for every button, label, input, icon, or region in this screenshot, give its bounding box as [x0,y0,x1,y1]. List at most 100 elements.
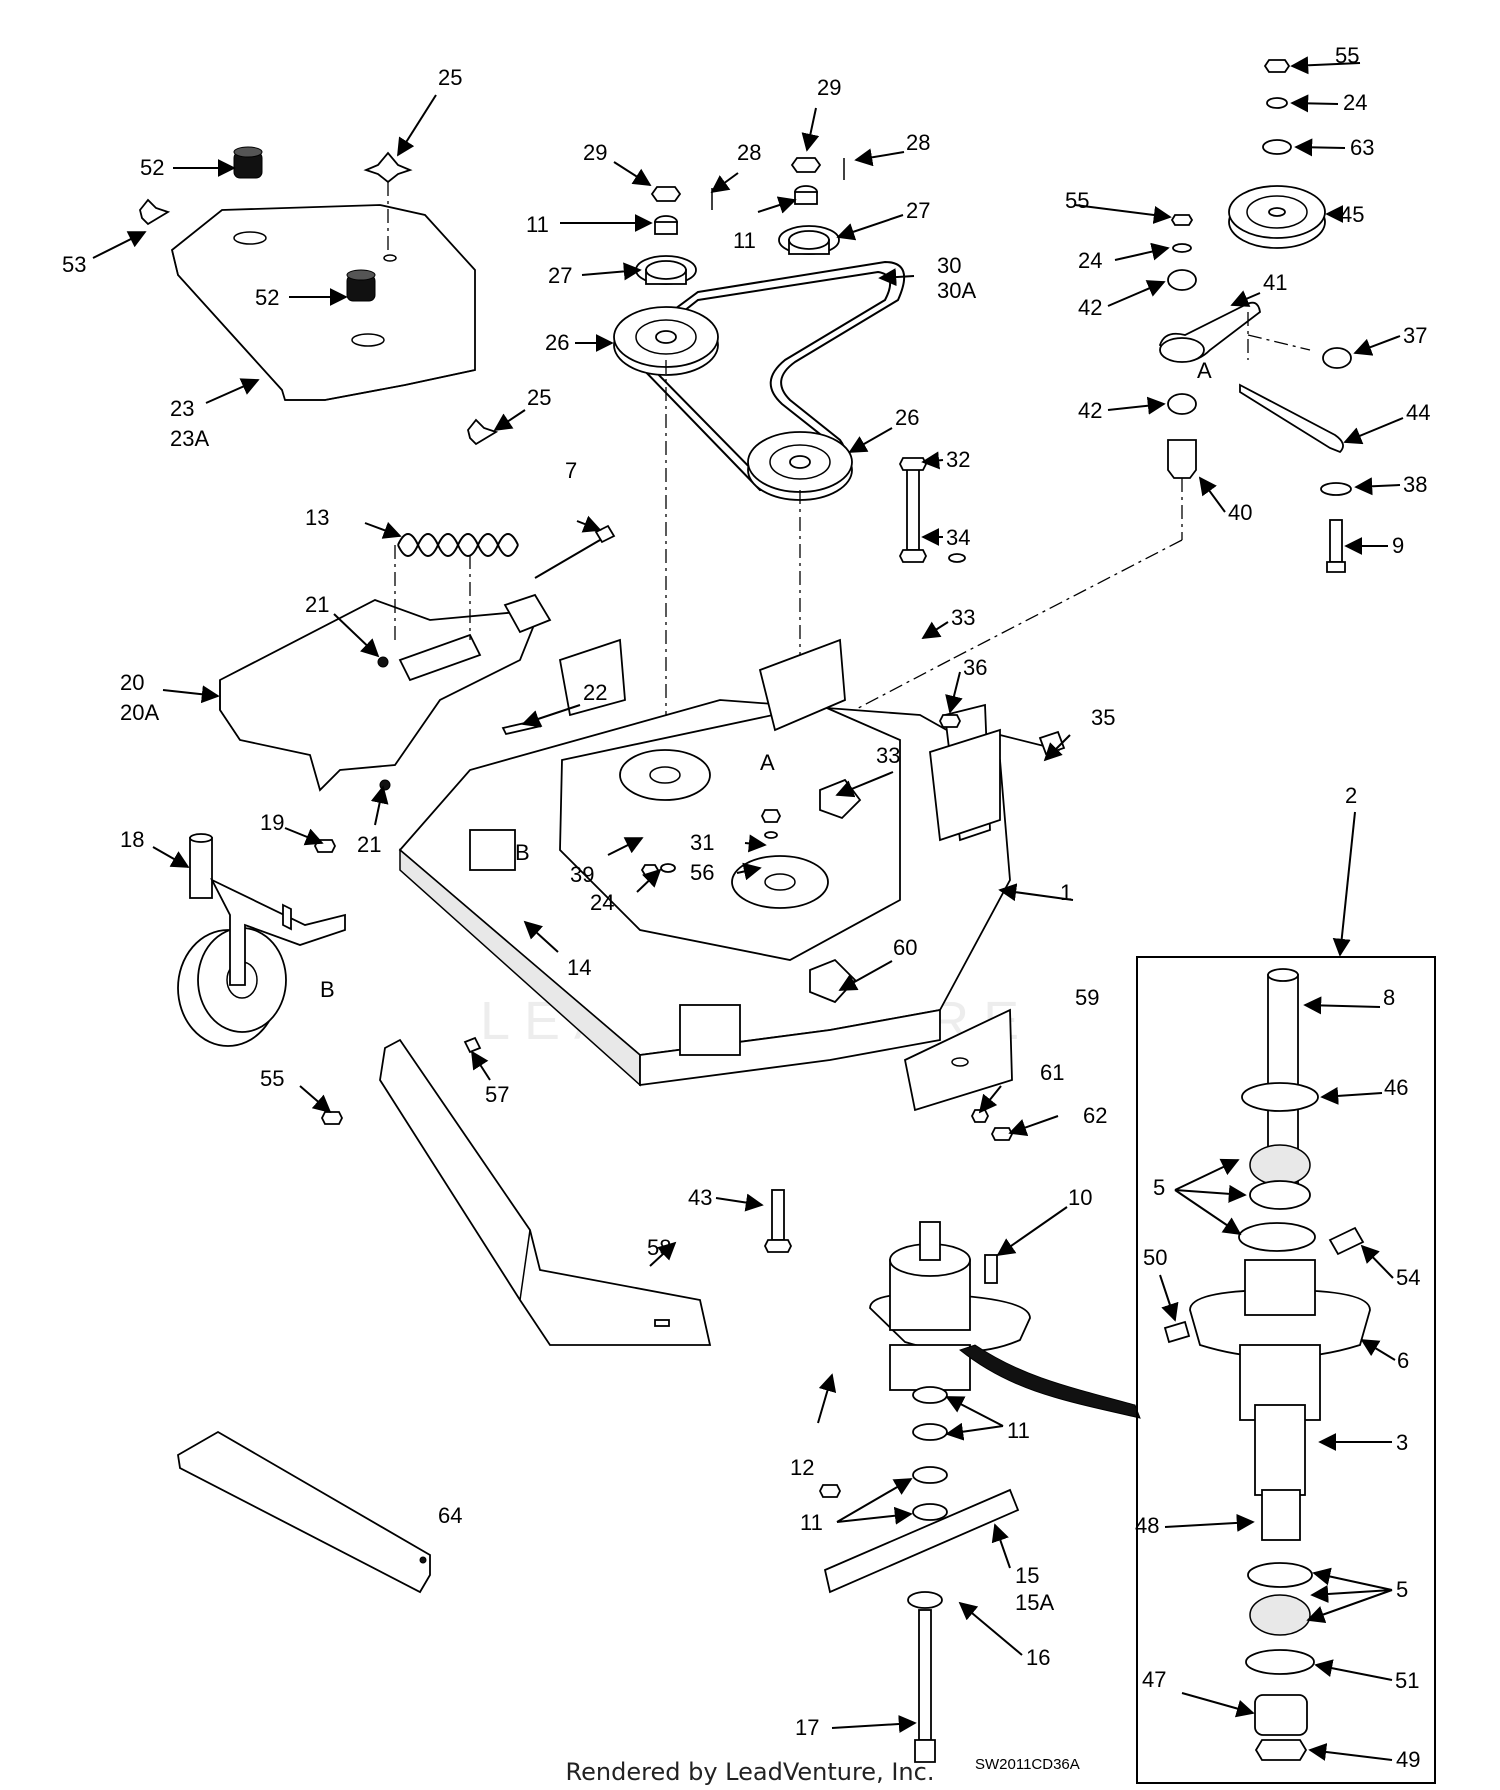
callout: 29 [817,75,841,100]
callout: 33 [951,605,975,630]
callout: 32 [946,447,970,472]
callout: 30A [937,278,976,303]
callout: 29 [583,140,607,165]
callout: 23 [170,396,194,421]
trim-plate-64 [177,1430,431,1594]
callout: 63 [1350,135,1374,160]
callout: 11 [526,212,549,237]
callout: 45 [1340,202,1364,227]
idler-assembly [739,59,1352,771]
callout: 10 [1068,1185,1092,1210]
callout: 39 [570,862,594,887]
callout: 38 [1403,472,1427,497]
callout: 20A [120,700,159,725]
callout: 1 [1060,880,1072,905]
callout: 25 [527,385,551,410]
caster-wheel [177,833,346,1047]
callout: 30 [937,253,961,278]
callout: 59 [1075,985,1099,1010]
callout: 19 [260,810,284,835]
callout: 23A [170,426,209,451]
callout: A [760,750,775,775]
callout: 8 [1383,985,1395,1010]
leader-arrows [92,56,1404,1761]
spring [397,533,519,557]
callout: 21 [357,832,381,857]
callout: 12 [790,1455,814,1480]
callout: 44 [1406,400,1430,425]
callout: 49 [1396,1747,1420,1772]
callout: 62 [1083,1103,1107,1128]
callout: 42 [1078,398,1102,423]
callout: 47 [1142,1667,1166,1692]
rear-shield [219,545,552,792]
callout-labels: 52 52 53 25 25 23 23A 13 7 21 20 20A 22 … [62,43,1430,1772]
callout: 15 [1015,1563,1039,1588]
spindle-assembly [823,1221,1141,1763]
spindle-pulley [613,306,853,501]
callout: 57 [485,1082,509,1107]
callout: 13 [305,505,329,530]
callout: 40 [1228,500,1252,525]
callout: 3 [1396,1430,1408,1455]
callout: 11 [1007,1418,1030,1443]
footer-credit: Rendered by LeadVenture, Inc. [565,1758,935,1786]
callout: 37 [1403,323,1427,348]
callout: 24 [1343,90,1367,115]
callout: 21 [305,592,329,617]
callout: 33 [876,743,900,768]
pulley-hub [635,225,840,285]
callout: 41 [1263,270,1287,295]
callout: 54 [1396,1265,1420,1290]
mower-deck [398,638,1011,1087]
callout: 2 [1345,783,1357,808]
callout: 24 [1078,248,1102,273]
callout: 60 [893,935,917,960]
callout: 52 [255,285,279,310]
callout: 55 [260,1066,284,1091]
callout: 15A [1015,1590,1054,1615]
spacer-and-nut [650,157,845,235]
callout: 7 [565,458,577,483]
callout: 5 [1153,1175,1165,1200]
callout: 6 [1397,1348,1409,1373]
deflector-59 [903,1008,1013,1112]
callout: 31 [690,830,714,855]
wing-knob [139,151,499,446]
callout: B [320,977,335,1002]
callout: 14 [567,955,591,980]
callout: 27 [548,263,572,288]
callout: 28 [906,130,930,155]
callout: 9 [1392,533,1404,558]
callout: 52 [140,155,164,180]
knob-plug [233,146,376,302]
callout: B [515,840,530,865]
callout: 36 [963,655,987,680]
spindle-inset-box [1136,956,1436,1784]
callout: 5 [1396,1577,1408,1602]
callout: 55 [1335,43,1359,68]
callout: 61 [1040,1060,1064,1085]
callout: 35 [1091,705,1115,730]
callout: 18 [120,827,144,852]
side-baffle [379,1038,712,1346]
diagram-code: SW2011CD36A [975,1756,1080,1773]
callout: 24 [590,890,614,915]
callout: 11 [733,228,756,253]
callout: 28 [737,140,761,165]
callout: 64 [438,1503,462,1528]
callout: 58 [647,1235,671,1260]
bolt-7 [534,524,616,579]
callout: 50 [1143,1245,1167,1270]
callout: 53 [62,252,86,277]
deck-cover [170,204,476,401]
callout: 25 [438,65,462,90]
callout: 20 [120,670,144,695]
callout: 48 [1135,1513,1159,1538]
callout: 55 [1065,188,1089,213]
callout: 42 [1078,295,1102,320]
callout: 26 [545,330,569,355]
callout: 56 [690,860,714,885]
callout: A [1197,358,1212,383]
